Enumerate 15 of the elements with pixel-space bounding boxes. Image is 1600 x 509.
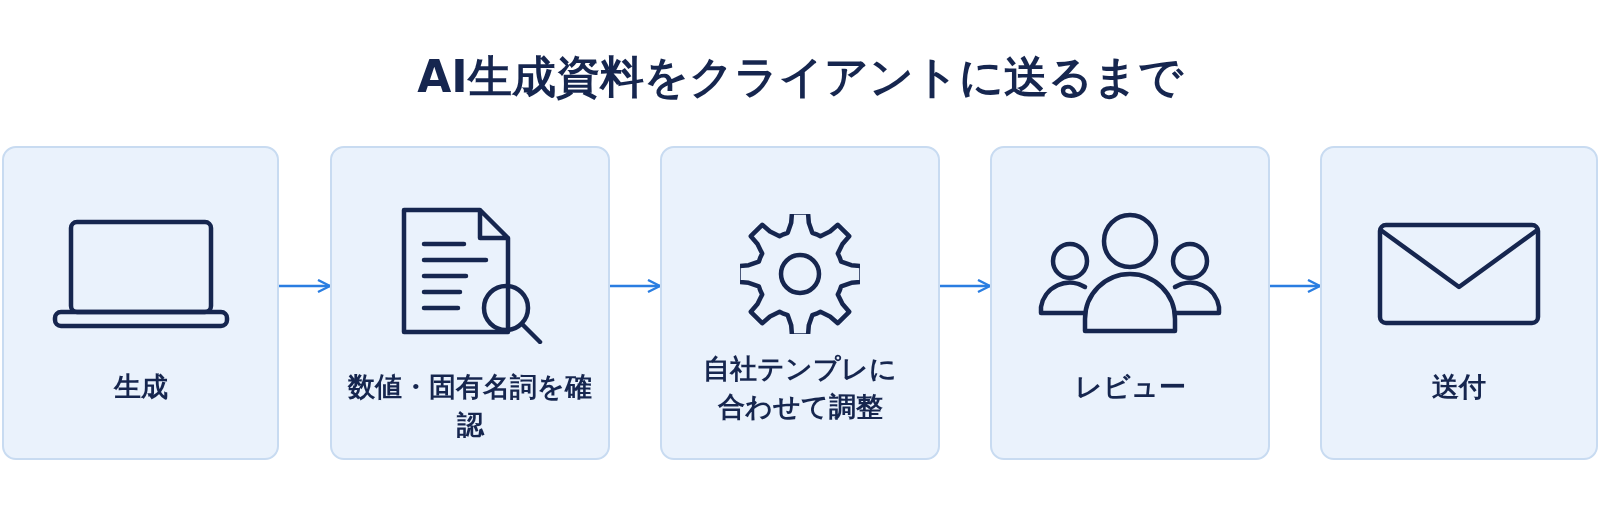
arrow	[279, 278, 332, 294]
arrow	[610, 278, 662, 294]
step-box	[990, 146, 1270, 460]
step-label: レビュー	[1073, 370, 1187, 404]
step-label: 数値・固有名詞を確認	[346, 370, 593, 442]
step-box	[2, 146, 279, 460]
step-label: 生成	[112, 370, 169, 404]
step-label: 送付	[1431, 370, 1487, 404]
title: AI生成資料をクライアントに送るまで	[416, 50, 1185, 104]
arrow	[940, 278, 992, 294]
step-box	[330, 146, 610, 460]
step-box	[1320, 146, 1598, 460]
step-box	[660, 146, 940, 460]
step-label: 自社テンプレに合わせて調整	[702, 352, 898, 424]
arrow	[1270, 278, 1322, 294]
